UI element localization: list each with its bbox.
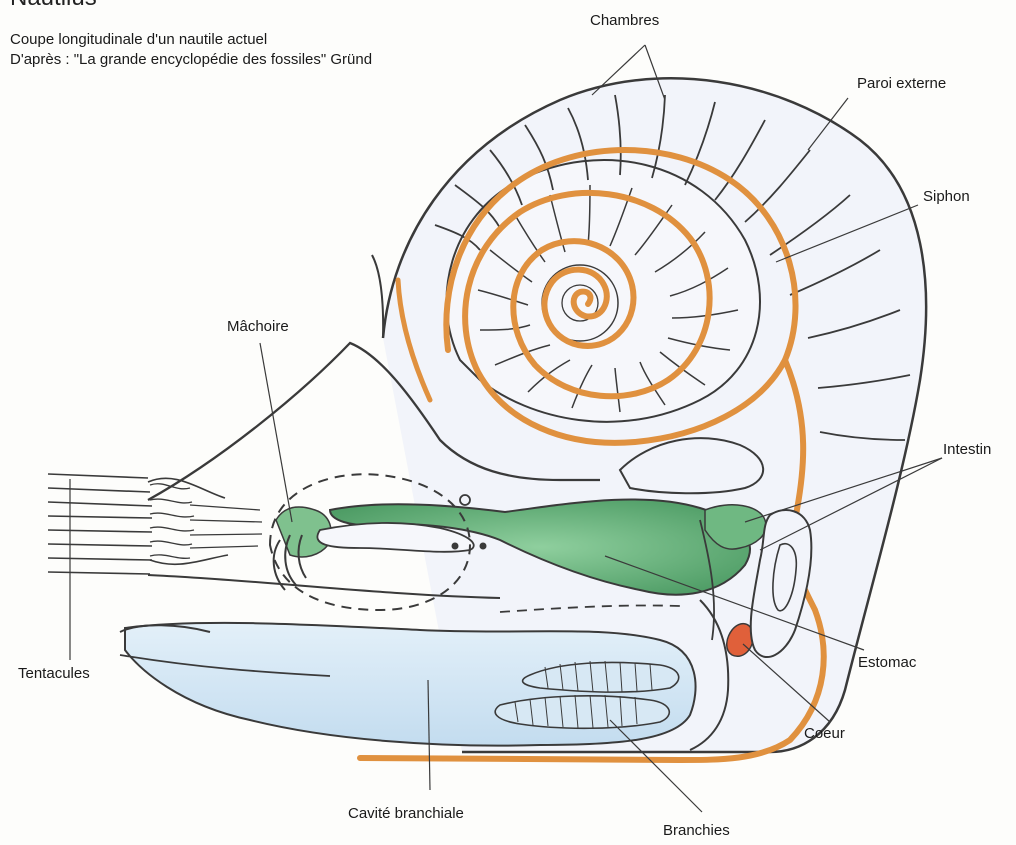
- nerve-dot: [452, 543, 459, 550]
- shell-outer-rim: [372, 255, 383, 338]
- label-paroi-externe: Paroi externe: [857, 75, 946, 92]
- label-siphon: Siphon: [923, 188, 970, 205]
- label-cavite-branchiale: Cavité branchiale: [348, 805, 464, 822]
- label-intestin: Intestin: [943, 441, 991, 458]
- page-title: Nautilus: [10, 0, 97, 12]
- label-machoire: Mâchoire: [227, 318, 289, 335]
- tentacle-lines: [48, 474, 228, 574]
- tentacle-bands: [150, 484, 262, 559]
- subtitle-line-1: Coupe longitudinale d'un nautile actuel: [10, 31, 267, 48]
- label-chambres: Chambres: [590, 12, 659, 29]
- label-estomac: Estomac: [858, 654, 916, 671]
- label-tentacules: Tentacules: [18, 665, 90, 682]
- nerve-dot-2: [480, 543, 487, 550]
- pointer-machoire: [260, 343, 292, 522]
- subtitle-line-2: D'après : "La grande encyclopédie des fo…: [10, 51, 372, 68]
- label-coeur: Coeur: [804, 725, 845, 742]
- label-branchies: Branchies: [663, 822, 730, 839]
